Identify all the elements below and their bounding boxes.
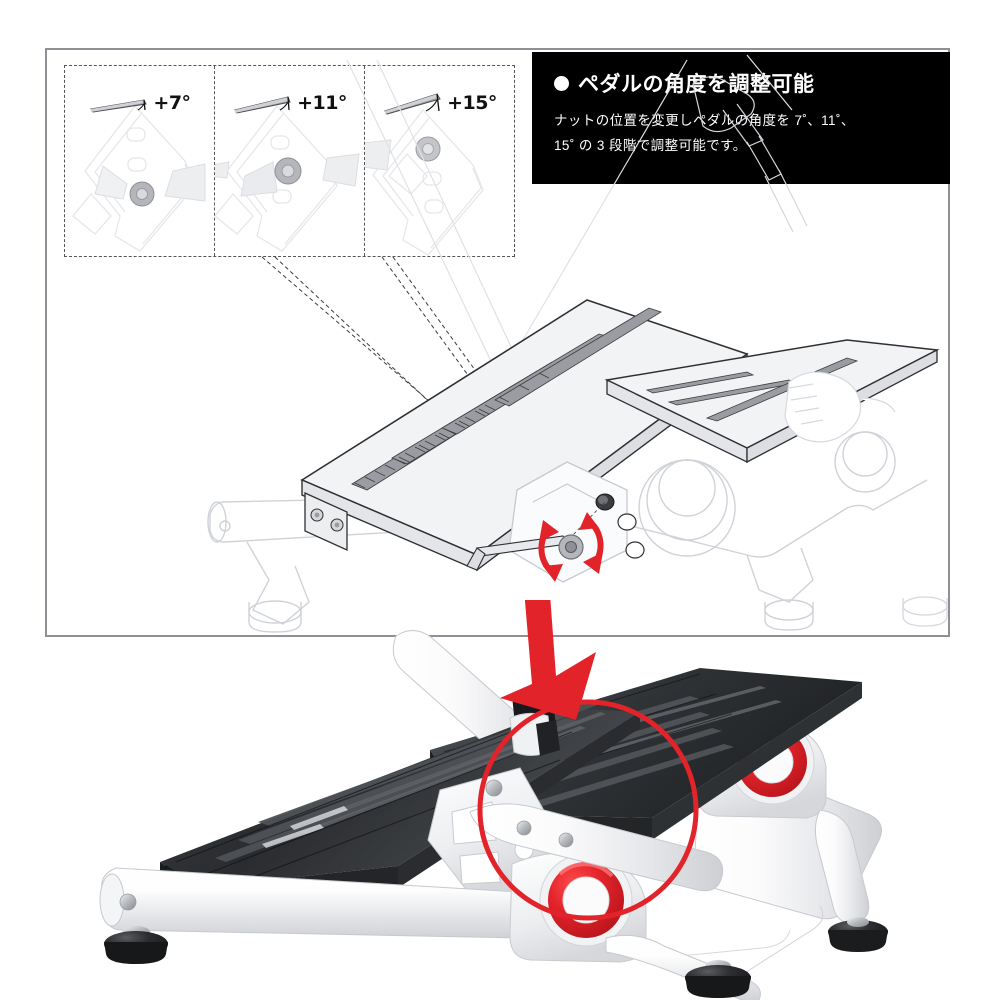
callout-arrow — [500, 600, 596, 720]
angle-label: +7° — [153, 92, 191, 114]
ghost-machine-outline — [692, 76, 808, 233]
ghost-foot — [902, 596, 948, 627]
angle-head: +15° — [365, 82, 514, 124]
ghost-bracket-art — [215, 66, 364, 256]
angle-label: +15° — [447, 92, 497, 114]
angle-label: +11° — [297, 92, 347, 114]
headline-title-text: ペダルの角度を調整可能 — [578, 73, 815, 96]
bullet-dot-icon — [554, 75, 569, 91]
headline-body-line: 15˚ の 3 段階で調整可能です。 — [554, 137, 747, 153]
product-photo-svg — [99, 600, 888, 1000]
angle-options-strip: +7° — [64, 65, 515, 257]
nut-hole-positions — [570, 493, 645, 559]
headline-box: ペダルの角度を調整可能 ナットの位置を変更しペダルの角度を 7˚、11˚、 15… — [532, 52, 950, 184]
detail-panel: +7° — [45, 48, 950, 637]
angle-option-cell: +15° — [365, 66, 514, 256]
headline-body: ナットの位置を変更しペダルの角度を 7˚、11˚、 15˚ の 3 段階で調整可… — [554, 109, 928, 159]
pedal-tread-hatch — [354, 372, 550, 489]
nut-marker — [129, 181, 155, 207]
product-photo — [0, 600, 1000, 1000]
wedge-15-icon — [384, 93, 441, 115]
headline-title-row: ペダルの角度を調整可能 — [554, 68, 928, 98]
ghost-bracket-art — [65, 66, 214, 256]
hand-illustration — [784, 371, 896, 443]
wedge-11-icon — [234, 96, 291, 114]
line-art-illustration — [207, 54, 948, 633]
front-pivot-housing — [509, 852, 647, 963]
angle-head: +7° — [65, 82, 214, 124]
angle-head: +11° — [215, 82, 364, 124]
rotation-callout-circle — [477, 699, 699, 921]
angle-option-cell: +7° — [65, 66, 215, 256]
center-foot — [685, 960, 751, 998]
pivot-connector-tube — [469, 803, 724, 892]
wedge-7-icon — [90, 99, 148, 113]
front-base-tube — [99, 867, 549, 939]
hinge-bracket — [304, 491, 348, 552]
left-foot — [104, 926, 168, 964]
rear-leg — [814, 809, 888, 952]
nut-marker — [274, 157, 302, 185]
right-pedal-plate — [604, 339, 940, 464]
headline-body-line: ナットの位置を変更しペダルの角度を 7˚、11˚、 — [554, 113, 855, 128]
adjustment-bracket — [466, 461, 645, 583]
